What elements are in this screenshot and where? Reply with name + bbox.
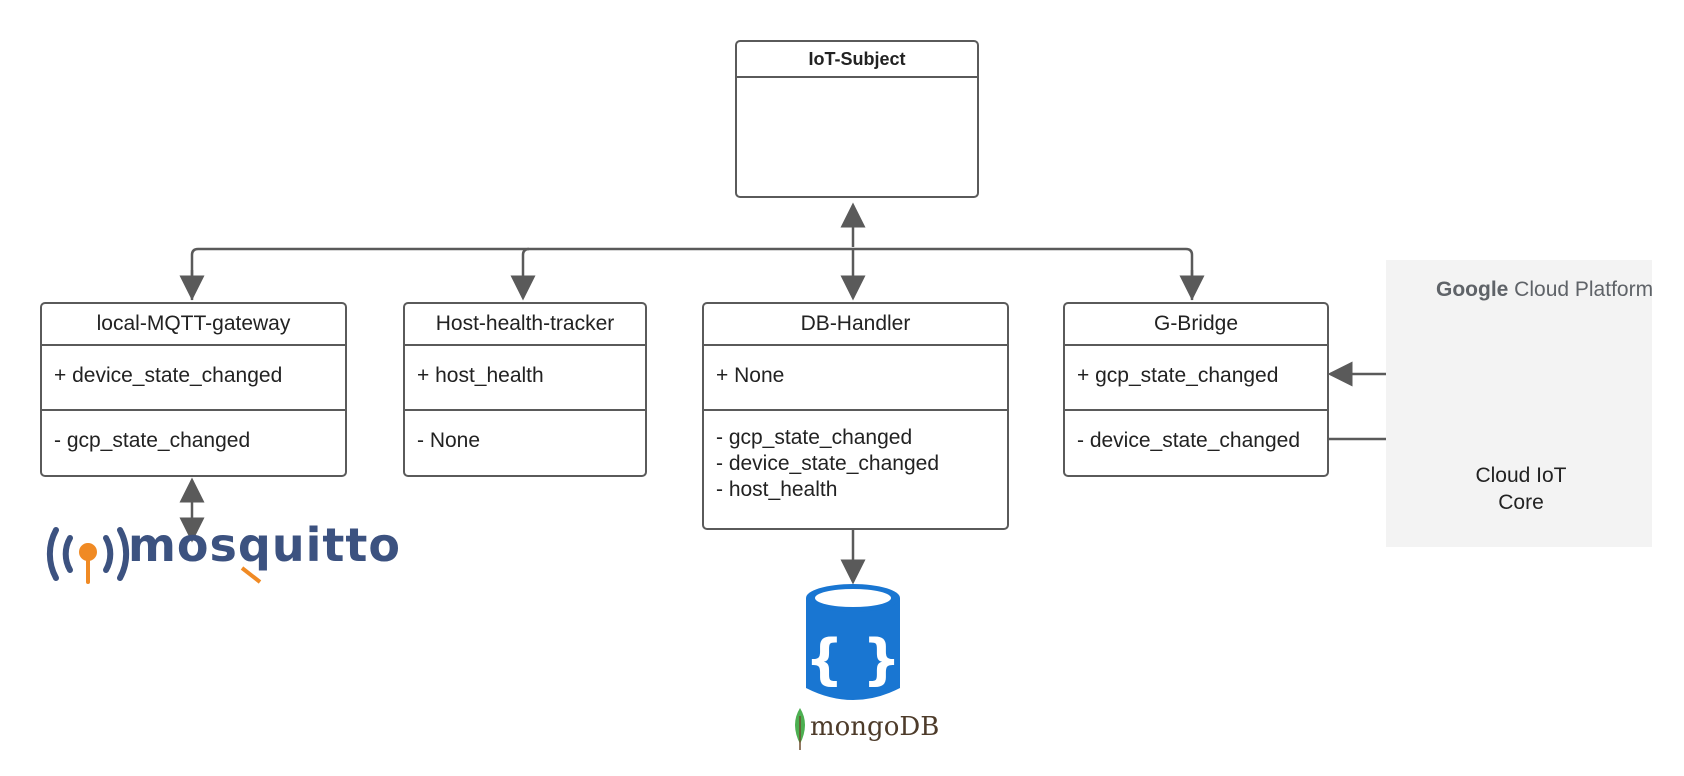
connector-to-host-health-tracker (523, 247, 529, 298)
gcp-logo-google: Google (1436, 278, 1509, 301)
member-line: - gcp_state_changed (716, 426, 913, 449)
private-members: - device_state_changed (1065, 409, 1327, 475)
iot-subject-title: IoT-Subject (808, 49, 906, 69)
member-line: + device_state_changed (54, 364, 283, 387)
cloud-iot-label-line1: Cloud IoT (1475, 464, 1567, 487)
member-line: - device_state_changed (716, 452, 939, 475)
mongodb-leaf-icon (795, 708, 805, 750)
member-line: - gcp_state_changed (54, 429, 251, 452)
gcp-panel (1386, 260, 1652, 547)
public-members: + device_state_changed (42, 344, 345, 409)
iot-subject-box[interactable]: IoT-Subject (735, 40, 979, 198)
class-title: DB-Handler (800, 312, 911, 335)
host-health-tracker-box[interactable]: Host-health-tracker + host_health - None (403, 302, 647, 477)
class-title: Host-health-tracker (435, 312, 615, 335)
member-line: - host_health (716, 478, 838, 501)
local-mqtt-gateway-box[interactable]: local-MQTT-gateway + device_state_change… (40, 302, 347, 477)
db-handler-box[interactable]: DB-Handler + None - gcp_state_changed - … (702, 302, 1009, 530)
private-members: - None (405, 409, 645, 475)
class-title: G-Bridge (1153, 312, 1239, 335)
gcp-logo-text: Google Cloud Platform (1436, 278, 1653, 302)
connector-bus (190, 247, 1194, 300)
mosquitto-logo-icon (46, 527, 130, 584)
cloud-iot-label-line2: Core (1498, 491, 1544, 514)
member-line: + host_health (417, 364, 544, 387)
private-members: - gcp_state_changed (42, 409, 345, 475)
mosquitto-logo-text: mosquitto (128, 518, 401, 572)
mongodb-logo-text: mongoDB (810, 712, 940, 742)
database-icon: { } (805, 584, 901, 700)
gcp-logo-rest: Cloud Platform (1508, 278, 1654, 301)
public-members: + gcp_state_changed (1065, 344, 1327, 409)
member-line: + None (716, 364, 785, 387)
public-members: + None (704, 344, 1007, 409)
member-line: - None (417, 429, 481, 452)
private-members: - gcp_state_changed - device_state_chang… (704, 409, 1007, 528)
cloud-iot-core-label: Cloud IoT Core (1446, 462, 1596, 516)
member-line: - device_state_changed (1077, 429, 1300, 452)
class-title: local-MQTT-gateway (96, 312, 291, 335)
member-line: + gcp_state_changed (1077, 364, 1279, 387)
svg-text:{ }: { } (805, 628, 901, 691)
mosquitto-q-tail (240, 566, 262, 584)
g-bridge-box[interactable]: G-Bridge + gcp_state_changed - device_st… (1063, 302, 1329, 477)
iot-subject-icon-area (737, 76, 977, 197)
public-members: + host_health (405, 344, 645, 409)
